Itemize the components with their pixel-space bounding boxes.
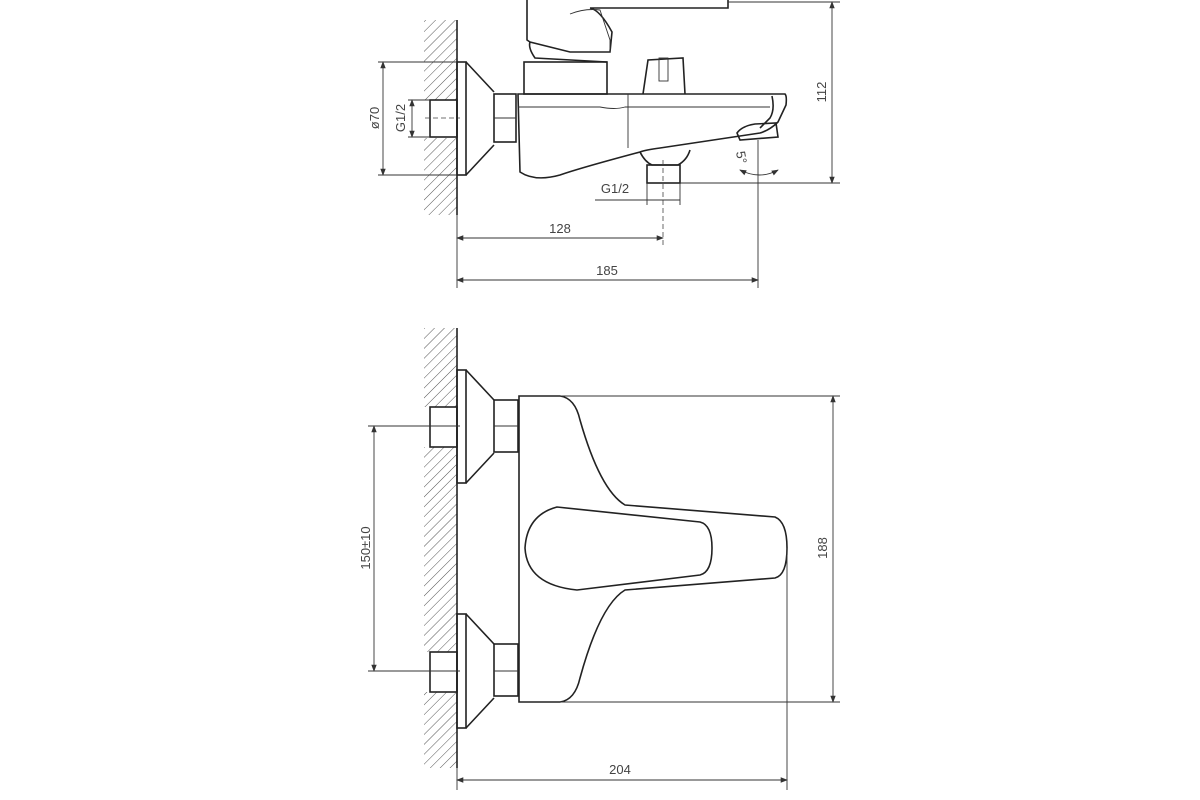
dim-total-depth: 204 [609, 762, 631, 777]
dim-inlet-spacing: 150±10 [358, 526, 373, 569]
front-view: 150±10 188 204 [358, 328, 840, 790]
inlet-upper [429, 369, 519, 484]
dim-outlet-distance: 128 [549, 221, 571, 236]
dim-spout-reach: 185 [596, 263, 618, 278]
dim-body-height: 188 [815, 537, 830, 559]
mixer-body-front [518, 395, 788, 703]
dim-flange-diameter: ø70 [367, 107, 382, 129]
wall-flange [456, 61, 495, 176]
dimensions-front: 150±10 188 204 [358, 395, 840, 790]
dim-height: 112 [814, 82, 829, 103]
lever-handle [523, 0, 729, 95]
dim-spout-angle: 5° [733, 150, 750, 165]
mixer-body [517, 93, 788, 179]
dim-inlet-thread: G1/2 [393, 104, 408, 132]
dimensions-side: ø70 G1/2 G1/2 128 185 112 [367, 1, 840, 288]
inlet-pipe [425, 99, 460, 138]
outlet-connector [639, 149, 691, 245]
union-nut [493, 93, 517, 143]
side-view: ø70 G1/2 G1/2 128 185 112 [367, 0, 840, 288]
diverter-knob [642, 57, 686, 95]
spout-aerator [736, 122, 779, 141]
inlet-lower [429, 613, 519, 729]
wall-hatch-front [424, 328, 458, 768]
dim-outlet-thread: G1/2 [601, 181, 629, 196]
wall-hatch [424, 20, 458, 215]
